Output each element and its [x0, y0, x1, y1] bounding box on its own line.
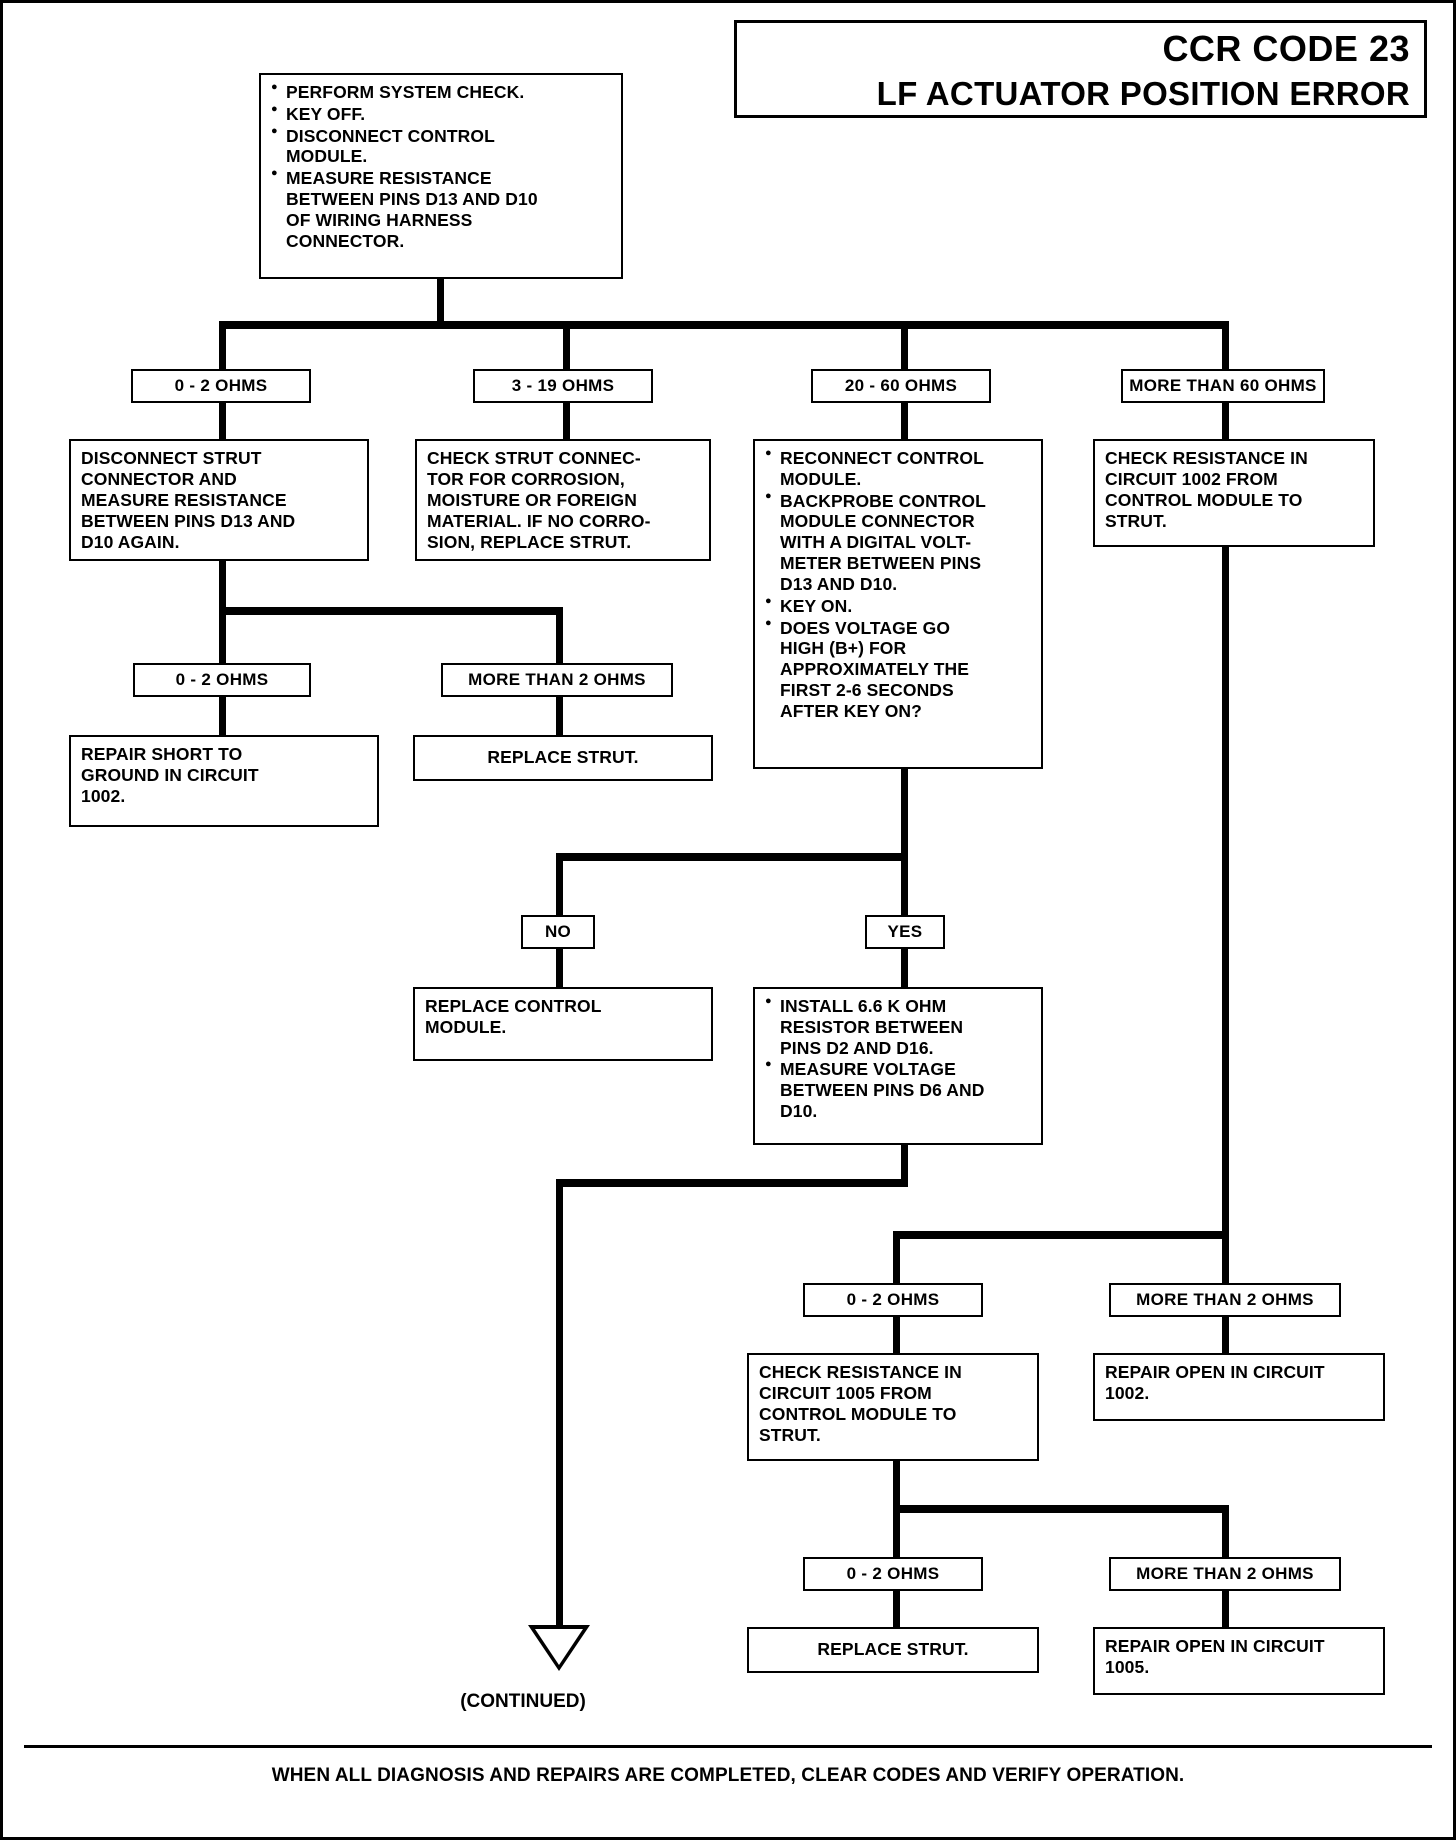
continued-arrow-icon [528, 1625, 590, 1671]
list-item: KEY OFF. [271, 103, 611, 125]
chip-more-than-2-ohms-mid: MORE THAN 2 OHMS [1109, 1283, 1341, 1317]
connector-drop-branch1 [219, 321, 226, 369]
node-backprobe: RECONNECT CONTROL MODULE. BACKPROBE CONT… [753, 439, 1043, 769]
connector-continued-bus [556, 1179, 908, 1187]
connector-no-down [556, 949, 563, 987]
connector-left-bus [219, 607, 563, 615]
list-item: MEASURE RESISTANCE BETWEEN PINS D13 AND … [271, 167, 611, 251]
node-repair-open-1002: REPAIR OPEN IN CIRCUIT 1002. [1093, 1353, 1385, 1421]
list-item: MEASURE VOLTAGE BETWEEN PINS D6 AND D10. [765, 1058, 1031, 1121]
backprobe-bullet-list: RECONNECT CONTROL MODULE. BACKPROBE CONT… [765, 447, 1031, 722]
connector-left-chip1-down [219, 697, 226, 735]
connector-chip1-down [219, 403, 226, 439]
chip-answer-yes: YES [865, 915, 945, 949]
connector-drop-branch3 [901, 321, 908, 369]
node-disconnect-strut: DISCONNECT STRUT CONNECTOR AND MEASURE R… [69, 439, 369, 561]
title-block: CCR CODE 23 LF ACTUATOR POSITION ERROR [734, 20, 1427, 118]
node-replace-strut-low: REPLACE STRUT. [747, 1627, 1039, 1673]
node-check-resistance-1002: CHECK RESISTANCE IN CIRCUIT 1002 FROM CO… [1093, 439, 1375, 547]
connector-1005-down [893, 1461, 900, 1513]
connector-1002-down [1222, 547, 1229, 1239]
connector-mid-chip1-down [893, 1317, 900, 1353]
connector-low-chip2-down [1222, 1591, 1229, 1627]
connector-1002-bus [893, 1231, 1229, 1239]
connector-left-bus-drop-b [556, 607, 563, 663]
node-repair-short-ground: REPAIR SHORT TO GROUND IN CIRCUIT 1002. [69, 735, 379, 827]
chip-3-19-ohms: 3 - 19 OHMS [473, 369, 653, 403]
connector-chip3-down [901, 403, 908, 439]
chip-answer-no: NO [521, 915, 595, 949]
chip-0-2-ohms-left: 0 - 2 OHMS [133, 663, 311, 697]
chip-more-than-60-ohms: MORE THAN 60 OHMS [1121, 369, 1325, 403]
connector-chip2-down [563, 403, 570, 439]
footer-divider [24, 1745, 1432, 1748]
connector-continued-long [556, 1179, 563, 1631]
connector-1002-drop-right [1222, 1231, 1229, 1283]
connector-disconnect-down [219, 561, 226, 613]
list-item: PERFORM SYSTEM CHECK. [271, 81, 611, 103]
list-item: INSTALL 6.6 K OHM RESISTOR BETWEEN PINS … [765, 995, 1031, 1058]
list-item: DOES VOLTAGE GO HIGH (B+) FOR APPROXIMAT… [765, 616, 1031, 722]
chip-more-than-2-ohms-left: MORE THAN 2 OHMS [441, 663, 673, 697]
list-item: RECONNECT CONTROL MODULE. [765, 447, 1031, 490]
connector-drop-branch4 [1222, 321, 1229, 369]
chip-0-2-ohms-mid: 0 - 2 OHMS [803, 1283, 983, 1317]
chip-more-than-2-ohms-low: MORE THAN 2 OHMS [1109, 1557, 1341, 1591]
continued-label: (CONTINUED) [460, 1691, 586, 1712]
node-replace-control-module: REPLACE CONTROL MODULE. [413, 987, 713, 1061]
connector-backprobe-down [901, 769, 908, 859]
node-repair-open-1005: REPAIR OPEN IN CIRCUIT 1005. [1093, 1627, 1385, 1695]
connector-yesno-drop-no [556, 853, 563, 915]
connector-start-down [437, 279, 444, 325]
footer-note: WHEN ALL DIAGNOSIS AND REPAIRS ARE COMPL… [271, 1765, 1185, 1786]
connector-main-bus [219, 321, 1229, 329]
connector-yesno-bus [556, 853, 908, 861]
node-check-resistance-1005: CHECK RESISTANCE IN CIRCUIT 1005 FROM CO… [747, 1353, 1039, 1461]
connector-drop-branch2 [563, 321, 570, 369]
list-item: DISCONNECT CONTROL MODULE. [271, 125, 611, 168]
connector-1005-drop-right [1222, 1505, 1229, 1557]
start-bullet-list: PERFORM SYSTEM CHECK. KEY OFF. DISCONNEC… [271, 81, 611, 252]
node-check-strut-connector: CHECK STRUT CONNEC- TOR FOR CORROSION, M… [415, 439, 711, 561]
connector-mid-chip2-down [1222, 1317, 1229, 1353]
list-item: KEY ON. [765, 595, 1031, 617]
connector-1002-drop-left [893, 1231, 900, 1283]
node-start: PERFORM SYSTEM CHECK. KEY OFF. DISCONNEC… [259, 73, 623, 279]
node-replace-strut-mid: REPLACE STRUT. [413, 735, 713, 781]
connector-1005-bus [893, 1505, 1229, 1513]
connector-install-down [901, 1145, 908, 1185]
page-subtitle: LF ACTUATOR POSITION ERROR [876, 75, 1410, 112]
connector-chip4-down [1222, 403, 1229, 439]
connector-1005-drop-left [893, 1505, 900, 1557]
connector-yesno-drop-yes [901, 853, 908, 915]
connector-yes-down [901, 949, 908, 987]
page-title: CCR CODE 23 [1162, 28, 1410, 69]
node-install-resistor: INSTALL 6.6 K OHM RESISTOR BETWEEN PINS … [753, 987, 1043, 1145]
connector-low-chip1-down [893, 1591, 900, 1627]
list-item: BACKPROBE CONTROL MODULE CONNECTOR WITH … [765, 490, 1031, 595]
chip-0-2-ohms-top: 0 - 2 OHMS [131, 369, 311, 403]
connector-left-chip2-down [556, 697, 563, 735]
chip-20-60-ohms: 20 - 60 OHMS [811, 369, 991, 403]
connector-left-bus-drop-a [219, 607, 226, 663]
chip-0-2-ohms-low: 0 - 2 OHMS [803, 1557, 983, 1591]
install-resistor-bullet-list: INSTALL 6.6 K OHM RESISTOR BETWEEN PINS … [765, 995, 1031, 1122]
